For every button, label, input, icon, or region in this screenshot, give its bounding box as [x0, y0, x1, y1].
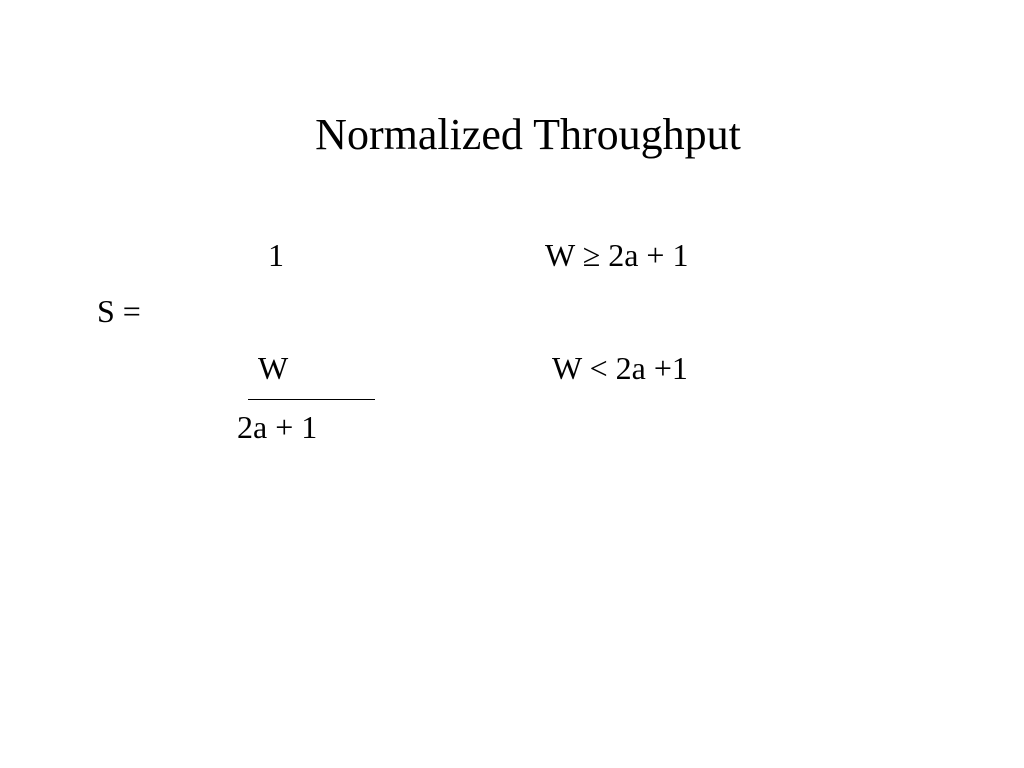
- case2-denominator: 2a + 1: [237, 409, 318, 445]
- formula-lhs: S =: [97, 293, 141, 329]
- case2-numerator: W: [258, 350, 289, 386]
- case2-condition: W < 2a +1: [552, 350, 688, 386]
- case1-value: 1: [268, 237, 284, 273]
- fraction-bar: [248, 399, 375, 400]
- slide-title: Normalized Throughput: [315, 110, 741, 159]
- case1-condition: W ≥ 2a + 1: [545, 237, 689, 273]
